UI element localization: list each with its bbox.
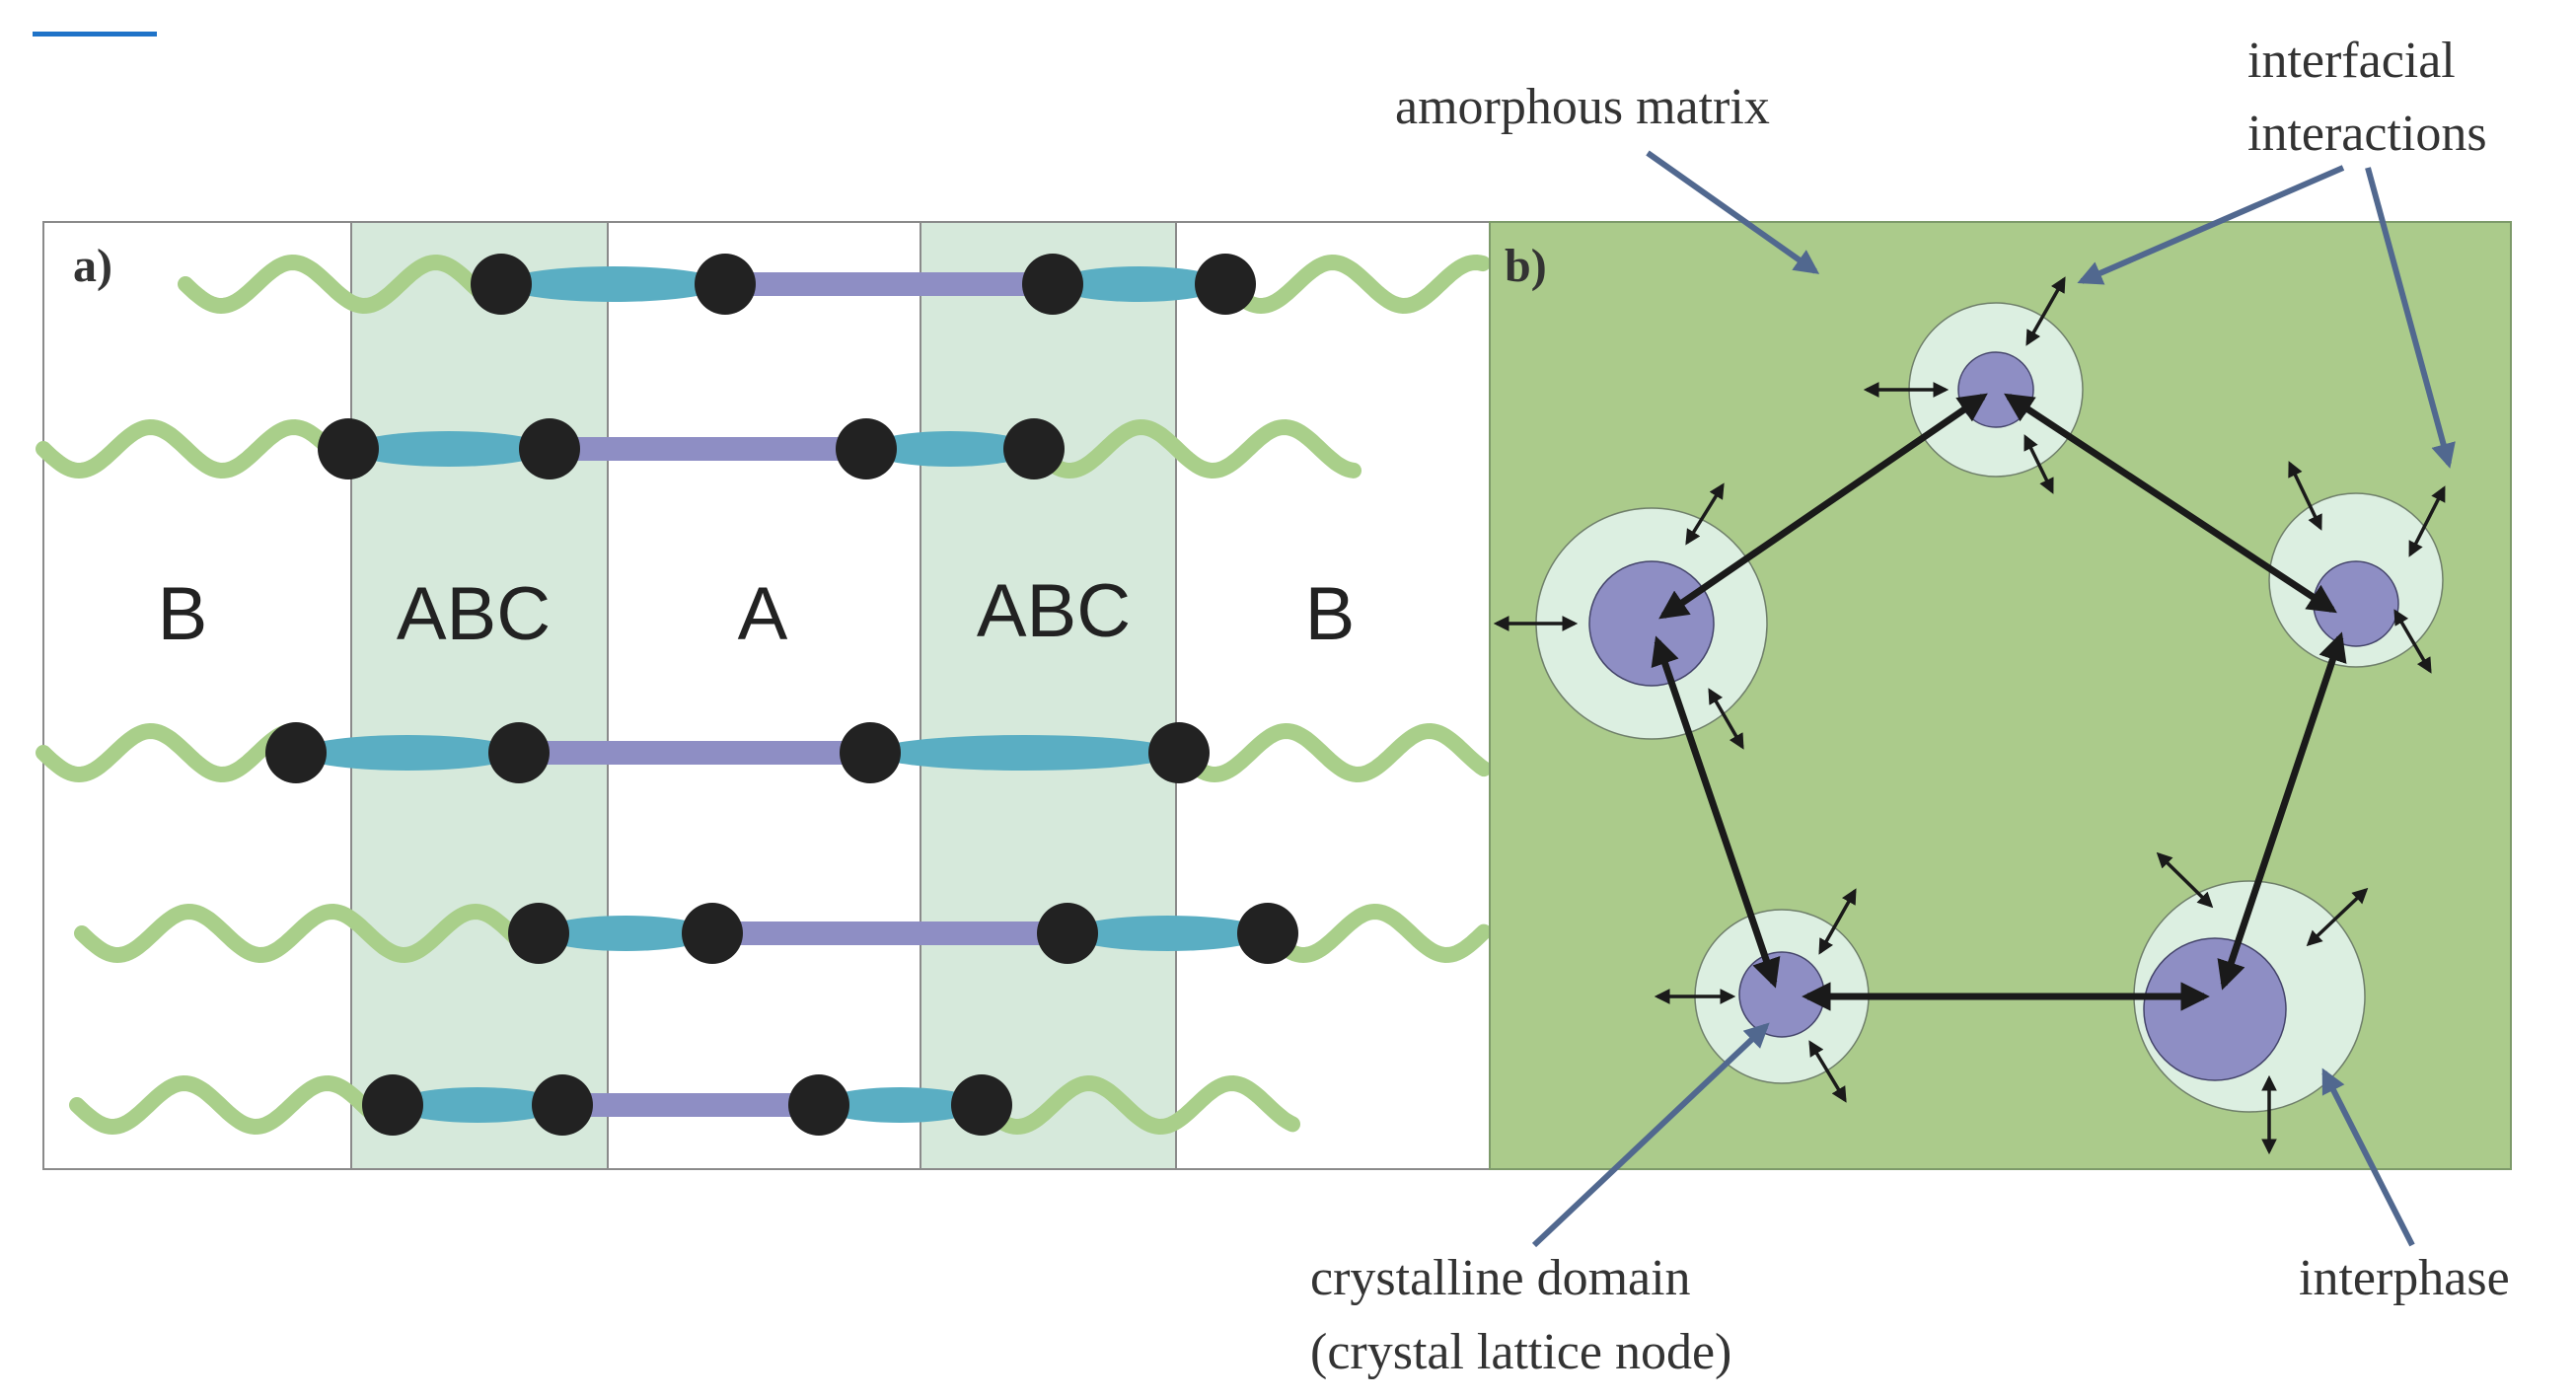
c-block xyxy=(393,1087,562,1123)
b-block-left xyxy=(69,1074,399,1136)
c-block xyxy=(501,266,725,302)
junction-bead xyxy=(318,418,379,479)
abc-zone-right xyxy=(920,221,1177,1170)
pointer-crystalline-domain xyxy=(1531,1022,1770,1248)
interaction-arrow xyxy=(1708,688,1744,750)
interaction-arrow xyxy=(2393,609,2432,674)
junction-bead xyxy=(1195,254,1256,315)
crystalline-core xyxy=(1957,351,2034,428)
b-block-right xyxy=(1171,722,1492,783)
junction-bead xyxy=(471,254,532,315)
abc-zone-left xyxy=(350,221,609,1170)
b-block-left xyxy=(36,722,303,783)
c-block xyxy=(870,735,1179,771)
c-block xyxy=(1053,266,1225,302)
interaction-arrow xyxy=(2408,485,2446,557)
copolymer-chains xyxy=(36,254,1492,1136)
lattice-arrows xyxy=(1651,393,2347,1011)
zone-label-abc-left: ABC xyxy=(397,572,551,656)
interaction-arrow xyxy=(2288,461,2322,531)
annotation-interphase: interphase xyxy=(2299,1250,2510,1306)
interaction-arrow xyxy=(2025,276,2066,346)
c-block xyxy=(866,431,1034,467)
lattice-arrow-left-bottom xyxy=(1651,635,1781,989)
junction-bead xyxy=(519,418,580,479)
junction-bead xyxy=(1148,722,1210,783)
interfacial-interaction-arrows xyxy=(1493,276,2446,1155)
junction-bead xyxy=(1037,903,1098,964)
junction-bead xyxy=(695,254,756,315)
pointer-amorphous-matrix xyxy=(1646,150,1820,274)
junction-bead xyxy=(840,722,901,783)
c-block xyxy=(539,916,712,951)
panel-b-label: b) xyxy=(1505,240,1547,292)
annotation-crystalline-line1: crystalline domain xyxy=(1310,1250,1691,1306)
c-block xyxy=(296,735,519,771)
interaction-arrow xyxy=(2156,851,2214,909)
panel-a-label: a) xyxy=(73,240,112,292)
junction-bead xyxy=(1022,254,1083,315)
header-accent-line xyxy=(33,32,157,37)
interaction-arrow xyxy=(1685,482,1725,546)
c-block xyxy=(348,431,550,467)
junction-bead xyxy=(265,722,327,783)
junction-bead xyxy=(1003,418,1065,479)
annotation-interfacial-line1: interfacial xyxy=(2247,33,2456,89)
b-block-left xyxy=(74,903,546,964)
pointer-interfacial-right xyxy=(2365,167,2456,469)
crystalline-core xyxy=(2143,937,2287,1081)
junction-bead xyxy=(362,1074,423,1136)
zone-label-b-right: B xyxy=(1305,572,1356,656)
junction-bead xyxy=(836,418,897,479)
b-block-right xyxy=(1026,418,1362,479)
panel-a: B ABC A ABC B a) xyxy=(36,221,1492,1170)
crystal-node-right xyxy=(2268,492,2444,668)
b-block-right xyxy=(1260,903,1492,964)
pointer-interfacial-left xyxy=(2077,165,2345,285)
c-block xyxy=(1067,916,1268,951)
b-block-right xyxy=(1217,254,1491,315)
interaction-arrow xyxy=(1808,1040,1847,1103)
panel-a-frame xyxy=(42,221,1491,1170)
interaction-arrow xyxy=(2024,434,2054,494)
pointer-interphase xyxy=(2321,1068,2415,1247)
c-block xyxy=(819,1087,982,1123)
lattice-arrow-top-right xyxy=(2004,393,2337,614)
b-block-right xyxy=(974,1074,1300,1136)
junction-bead xyxy=(508,903,569,964)
junction-bead xyxy=(788,1074,849,1136)
zone-label-abc-right: ABC xyxy=(977,569,1131,653)
junction-bead xyxy=(1237,903,1298,964)
junction-bead xyxy=(532,1074,593,1136)
junction-bead xyxy=(488,722,550,783)
annotation-interfacial-line2: interactions xyxy=(2247,106,2487,162)
junction-bead xyxy=(951,1074,1012,1136)
panel-b: b) xyxy=(1489,221,2512,1170)
annotation-amorphous-matrix: amorphous matrix xyxy=(1395,79,1770,135)
junction-bead xyxy=(682,903,743,964)
crystalline-core xyxy=(1588,560,1715,687)
lattice-arrow-right-bottom xyxy=(2217,631,2347,991)
zone-label-a: A xyxy=(738,572,788,656)
lattice-arrow-top-left xyxy=(1658,393,1988,620)
callout-pointers xyxy=(1531,150,2456,1248)
annotation-crystalline-line2: (crystal lattice node) xyxy=(1310,1324,1731,1380)
interaction-arrow xyxy=(1818,888,1857,955)
b-block-left xyxy=(36,418,356,479)
b-block-left xyxy=(178,254,507,315)
interaction-arrow xyxy=(2306,887,2369,947)
zone-label-b-left: B xyxy=(158,572,208,656)
